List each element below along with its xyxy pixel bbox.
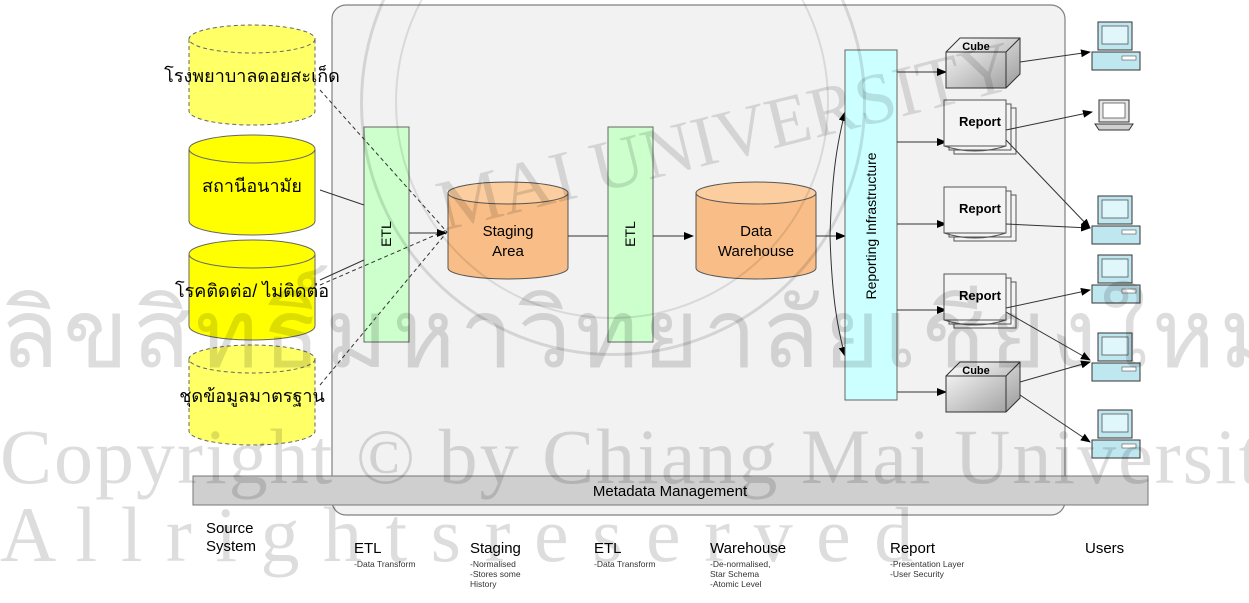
layer-title: Warehouse	[710, 540, 786, 557]
layer-subtitle: -Stores some	[470, 569, 521, 579]
user-computer-icon-2	[1094, 99, 1134, 131]
reporting-infrastructure-label: Reporting Infrastructure	[863, 152, 879, 299]
source-cylinder-4: ชุดข้อมูลมาตรฐาน	[179, 344, 325, 446]
staging-area-cylinder	[447, 181, 569, 280]
layer-label-5: Warehouse -De-normalised,Star Schema-Atom…	[710, 540, 786, 589]
layer-subtitle: -Atomic Level	[710, 579, 762, 589]
layer-label-2: ETL -Data Transform	[354, 540, 415, 569]
layer-label-4: ETL -Data Transform	[594, 540, 655, 569]
source-cylinder-1: โรงพยาบาลดอยสะเก็ด	[164, 24, 340, 126]
user-computer-icon-4	[1091, 254, 1141, 304]
layer-title: Source	[206, 520, 254, 537]
layer-subtitle: -De-normalised,	[710, 559, 770, 569]
report-label: Report	[959, 114, 1002, 129]
output-to-user-arrows	[1005, 49, 1093, 443]
reporting-infrastructure-box	[844, 49, 898, 401]
user-computer-icon-6	[1091, 409, 1141, 459]
layer-subtitle: History	[470, 579, 497, 589]
user-computer-icon-1	[1091, 21, 1141, 71]
layer-subtitle: -User Security	[890, 569, 945, 579]
layer-title: Users	[1085, 540, 1124, 557]
layer-subtitle: -Normalised	[470, 559, 516, 569]
etl-label-2: ETL	[622, 221, 638, 247]
report-label: Report	[959, 201, 1002, 216]
metadata-management-label: Metadata Management	[593, 483, 748, 500]
data-warehouse-cylinder	[695, 181, 817, 280]
source-label-3: โรคติดต่อ/ ไม่ติดต่อ	[175, 280, 329, 301]
staging-label-line1: Staging	[483, 223, 534, 240]
etl-box-2	[607, 126, 654, 343]
layer-title: ETL	[354, 540, 382, 557]
layer-title: ETL	[594, 540, 622, 557]
report-3: Report	[943, 186, 1017, 242]
report-2: Report	[943, 99, 1017, 155]
etl-label-1: ETL	[378, 221, 394, 247]
source-label-1: โรงพยาบาลดอยสะเก็ด	[164, 64, 340, 86]
source-connectors	[319, 89, 448, 386]
reporting-to-output-arrows	[897, 68, 947, 396]
layer-label-6: Report -Presentation Layer-User Security	[890, 540, 964, 579]
user-computer-icon-3	[1091, 195, 1141, 245]
source-label-4: ชุดข้อมูลมาตรฐาน	[179, 386, 325, 407]
metadata-management-bar	[192, 475, 1149, 506]
layer-subtitle: -Presentation Layer	[890, 559, 964, 569]
cube-1: Cube	[945, 37, 1021, 89]
etl-box-1	[363, 126, 410, 343]
warehouse-label-line1: Data	[740, 223, 772, 240]
warehouse-to-reporting-arrows	[816, 111, 847, 357]
cube-label: Cube	[962, 41, 990, 53]
staging-label-line2: Area	[492, 243, 524, 260]
report-4: Report	[943, 273, 1017, 329]
source-label-2: สถานีอนามัย	[202, 176, 302, 196]
user-computer-icon-5	[1091, 332, 1141, 382]
report-label: Report	[959, 288, 1002, 303]
warehouse-label-line2: Warehouse	[718, 243, 794, 260]
cube-label: Cube	[962, 365, 990, 377]
source-cylinder-3: โรคติดต่อ/ ไม่ติดต่อ	[175, 239, 329, 341]
layer-subtitle: Star Schema	[710, 569, 759, 579]
layer-title: Report	[890, 540, 936, 557]
layer-label-7: Users	[1085, 540, 1124, 557]
source-cylinder-2: สถานีอนามัย	[188, 134, 316, 236]
layer-title: Staging	[470, 540, 521, 557]
users	[1005, 21, 1141, 459]
layer-subtitle: -Data Transform	[594, 559, 655, 569]
layer-title: System	[206, 538, 256, 555]
cube-5: Cube	[945, 361, 1021, 413]
layer-subtitle: -Data Transform	[354, 559, 415, 569]
source-systems: โรงพยาบาลดอยสะเก็ดสถานีอนามัยโรคติดต่อ/ …	[164, 24, 340, 446]
